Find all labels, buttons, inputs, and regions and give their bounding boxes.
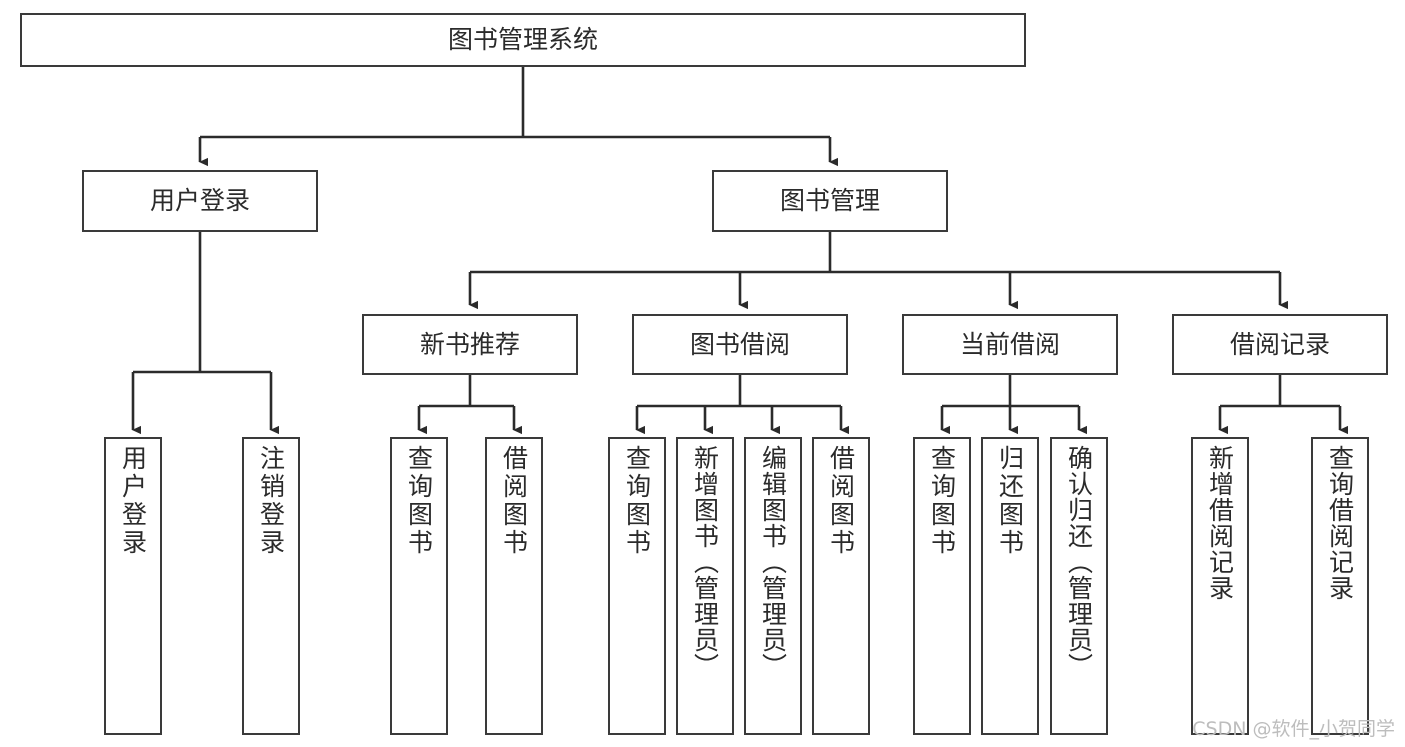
node-label: 用户登录 bbox=[149, 186, 250, 216]
node-label: 确认归还（管理员） bbox=[1064, 445, 1094, 679]
node-book-management[interactable]: 图书管理 bbox=[712, 170, 948, 232]
leaf-book-borrow-borrow-book[interactable]: 借阅图书 bbox=[812, 437, 870, 735]
node-label: 借阅图书 bbox=[499, 445, 529, 557]
node-label: 新增借阅记录 bbox=[1205, 445, 1235, 601]
leaf-user-login-login[interactable]: 用户登录 bbox=[104, 437, 162, 735]
node-new-book-recommend[interactable]: 新书推荐 bbox=[362, 314, 578, 375]
node-label: 新增图书（管理员） bbox=[690, 445, 720, 679]
leaf-new-book-borrow-book[interactable]: 借阅图书 bbox=[485, 437, 543, 735]
leaf-current-borrow-confirm-return-admin[interactable]: 确认归还（管理员） bbox=[1050, 437, 1108, 735]
node-book-borrow[interactable]: 图书借阅 bbox=[632, 314, 848, 375]
node-label: 查询图书 bbox=[927, 445, 957, 557]
node-label: 编辑图书（管理员） bbox=[758, 445, 788, 679]
node-label: 图书管理 bbox=[779, 186, 880, 216]
leaf-borrow-record-add-record[interactable]: 新增借阅记录 bbox=[1191, 437, 1249, 735]
node-label: 查询借阅记录 bbox=[1325, 445, 1355, 601]
leaf-book-borrow-add-book-admin[interactable]: 新增图书（管理员） bbox=[676, 437, 734, 735]
leaf-current-borrow-return-book[interactable]: 归还图书 bbox=[981, 437, 1039, 735]
node-label: 图书管理系统 bbox=[447, 25, 598, 55]
leaf-borrow-record-query-record[interactable]: 查询借阅记录 bbox=[1311, 437, 1369, 735]
node-label: 查询图书 bbox=[622, 445, 652, 557]
leaf-current-borrow-query-book[interactable]: 查询图书 bbox=[913, 437, 971, 735]
node-current-borrow[interactable]: 当前借阅 bbox=[902, 314, 1118, 375]
node-label: 借阅图书 bbox=[826, 445, 856, 557]
node-label: 当前借阅 bbox=[959, 329, 1060, 359]
leaf-new-book-query-book[interactable]: 查询图书 bbox=[390, 437, 448, 735]
leaf-book-borrow-query-book[interactable]: 查询图书 bbox=[608, 437, 666, 735]
node-label: 新书推荐 bbox=[419, 329, 520, 359]
node-root-book-management-system[interactable]: 图书管理系统 bbox=[20, 13, 1026, 67]
node-label: 查询图书 bbox=[404, 445, 434, 557]
leaf-user-login-logout[interactable]: 注销登录 bbox=[242, 437, 300, 735]
node-label: 图书借阅 bbox=[689, 329, 790, 359]
csdn-watermark: CSDN @软件_小贺同学 bbox=[1192, 718, 1395, 740]
leaf-book-borrow-edit-book-admin[interactable]: 编辑图书（管理员） bbox=[744, 437, 802, 735]
node-label: 注销登录 bbox=[256, 445, 286, 557]
node-label: 借阅记录 bbox=[1229, 329, 1330, 359]
node-user-login[interactable]: 用户登录 bbox=[82, 170, 318, 232]
node-borrow-record[interactable]: 借阅记录 bbox=[1172, 314, 1388, 375]
node-label: 归还图书 bbox=[995, 445, 1025, 557]
node-label: 用户登录 bbox=[118, 445, 148, 557]
